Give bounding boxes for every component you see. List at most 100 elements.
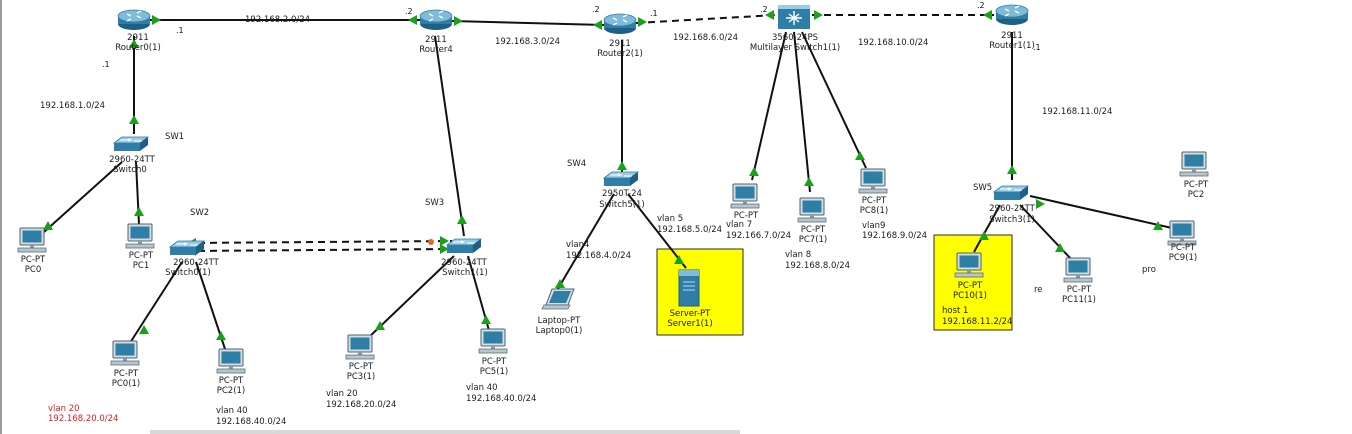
pc51-model: PC-PT <box>482 357 507 367</box>
router0-name: Router0(1) <box>115 43 161 53</box>
pc2[interactable] <box>1179 151 1209 177</box>
vlan4-line2: 192.168.4.0/24 <box>566 251 631 261</box>
vlan40-a-line2: 192.168.40.0/24 <box>216 417 286 427</box>
pc-icon <box>110 340 140 366</box>
laptop-model: Laptop-PT <box>538 316 581 326</box>
pc-icon <box>125 223 155 249</box>
net-r1-lan: 192.168.11.0/24 <box>1042 107 1112 117</box>
router4[interactable] <box>419 9 453 31</box>
wan-links <box>150 14 994 26</box>
switch-icon <box>113 136 149 152</box>
switch-icon <box>446 238 482 254</box>
pc2-model: PC-PT <box>1184 180 1209 190</box>
router0-model: 2911 <box>127 33 149 43</box>
link-trunk-1 <box>185 240 453 244</box>
pc6[interactable] <box>730 183 760 209</box>
status-switch3-east <box>1036 199 1045 209</box>
link-mlswitch-pc71 <box>793 31 811 193</box>
router1[interactable] <box>995 4 1029 26</box>
link-switch5-laptop <box>555 193 615 293</box>
vlan40-b-line2: 192.168.40.0/24 <box>466 394 536 404</box>
status-router4-west <box>408 15 417 25</box>
pc-icon <box>954 252 984 278</box>
switch-icon <box>603 171 639 187</box>
pc111-name: PC11(1) <box>1062 295 1096 305</box>
router-icon <box>419 9 453 31</box>
pc-icon <box>1167 220 1197 246</box>
link-mlswitch-pc6 <box>751 31 787 181</box>
sw4-label: SW4 <box>567 159 586 169</box>
vlan20-b-line1: vlan 20 <box>326 389 358 399</box>
pc51[interactable] <box>478 328 508 354</box>
pc-icon <box>730 183 760 209</box>
switch3[interactable] <box>993 185 1029 201</box>
pc0[interactable] <box>17 227 47 253</box>
vlan9-line2: 192.168.9.0/24 <box>862 231 927 241</box>
pc-icon <box>858 168 888 194</box>
status-router4-east <box>454 16 463 26</box>
pc01[interactable] <box>110 340 140 366</box>
pc1-name: PC1 <box>133 261 149 271</box>
mlswitch[interactable] <box>777 4 811 30</box>
link-switch11-pc31 <box>367 255 455 339</box>
pc111[interactable] <box>1063 257 1093 283</box>
port-router2-right: .1 <box>650 9 658 18</box>
router2[interactable] <box>603 13 637 35</box>
pc31[interactable] <box>345 334 375 360</box>
horizontal-scrollbar[interactable] <box>150 430 740 434</box>
port-mlswitch-left: .2 <box>760 5 768 14</box>
pc101[interactable] <box>954 252 984 278</box>
link-orange-marker <box>428 239 434 245</box>
pc2-name: PC2 <box>1188 190 1204 200</box>
link-router4-router2 <box>451 20 605 26</box>
router1-name: Router1(1) <box>989 41 1035 51</box>
vlan5-line2: 192.168.5.0/24 <box>657 225 722 235</box>
port-router4-left: .2 <box>405 7 413 16</box>
pc101-name: PC10(1) <box>953 291 987 301</box>
pc91-name: PC9(1) <box>1169 253 1198 263</box>
pc01-model: PC-PT <box>114 369 139 379</box>
switch5[interactable] <box>603 171 639 187</box>
switch01-model: 2960-24TT <box>173 258 220 268</box>
vlan40-a-line1: vlan 40 <box>216 406 248 416</box>
link-mlswitch-pc81 <box>801 31 867 169</box>
switch01[interactable] <box>169 240 205 256</box>
net-ml-r1: 192.168.10.0/24 <box>858 38 928 48</box>
host1-line2: 192.168.11.2/24 <box>942 317 1012 327</box>
pc0-name: PC0 <box>25 265 41 275</box>
pc91[interactable] <box>1167 220 1197 246</box>
annotation-labels: 192.168.2.0/24 192.168.3.0/24 192.168.6.… <box>40 15 1156 427</box>
port-router1-left: .2 <box>977 1 985 10</box>
switch11[interactable] <box>446 238 482 254</box>
vlan20-red-line2: 192.168.20.0/24 <box>48 414 118 424</box>
switch0[interactable] <box>113 136 149 152</box>
pc21[interactable] <box>216 348 246 374</box>
port-router0-right: .1 <box>176 26 184 35</box>
server[interactable] <box>678 269 700 307</box>
sw3-label: SW3 <box>425 198 444 208</box>
pc71-name: PC7(1) <box>799 235 828 245</box>
router-icon <box>603 13 637 35</box>
pc91-model: PC-PT <box>1171 243 1196 253</box>
status-switch5-up <box>617 161 627 170</box>
pc31-name: PC3(1) <box>347 372 376 382</box>
port-router0-down: .1 <box>102 60 110 69</box>
pc71[interactable] <box>797 197 827 223</box>
link-switch3-pc91 <box>1029 195 1173 229</box>
pc31-model: PC-PT <box>349 362 374 372</box>
port-router1-down: .1 <box>1033 43 1041 52</box>
switch11-name: Switch1(1) <box>442 268 488 278</box>
server-name: Server1(1) <box>667 319 712 329</box>
router-icon <box>117 9 151 31</box>
switch01-name: Switch0(1) <box>165 268 211 278</box>
laptop[interactable] <box>541 288 575 310</box>
pc81[interactable] <box>858 168 888 194</box>
router0[interactable] <box>117 9 151 31</box>
vlan40-b-line1: vlan 40 <box>466 383 498 393</box>
router4-name: Router4 <box>419 45 453 55</box>
vlan4-line1: vlan4 <box>566 240 589 250</box>
pc-icon <box>1063 257 1093 283</box>
sw2-label: SW2 <box>190 208 209 218</box>
pc1[interactable] <box>125 223 155 249</box>
